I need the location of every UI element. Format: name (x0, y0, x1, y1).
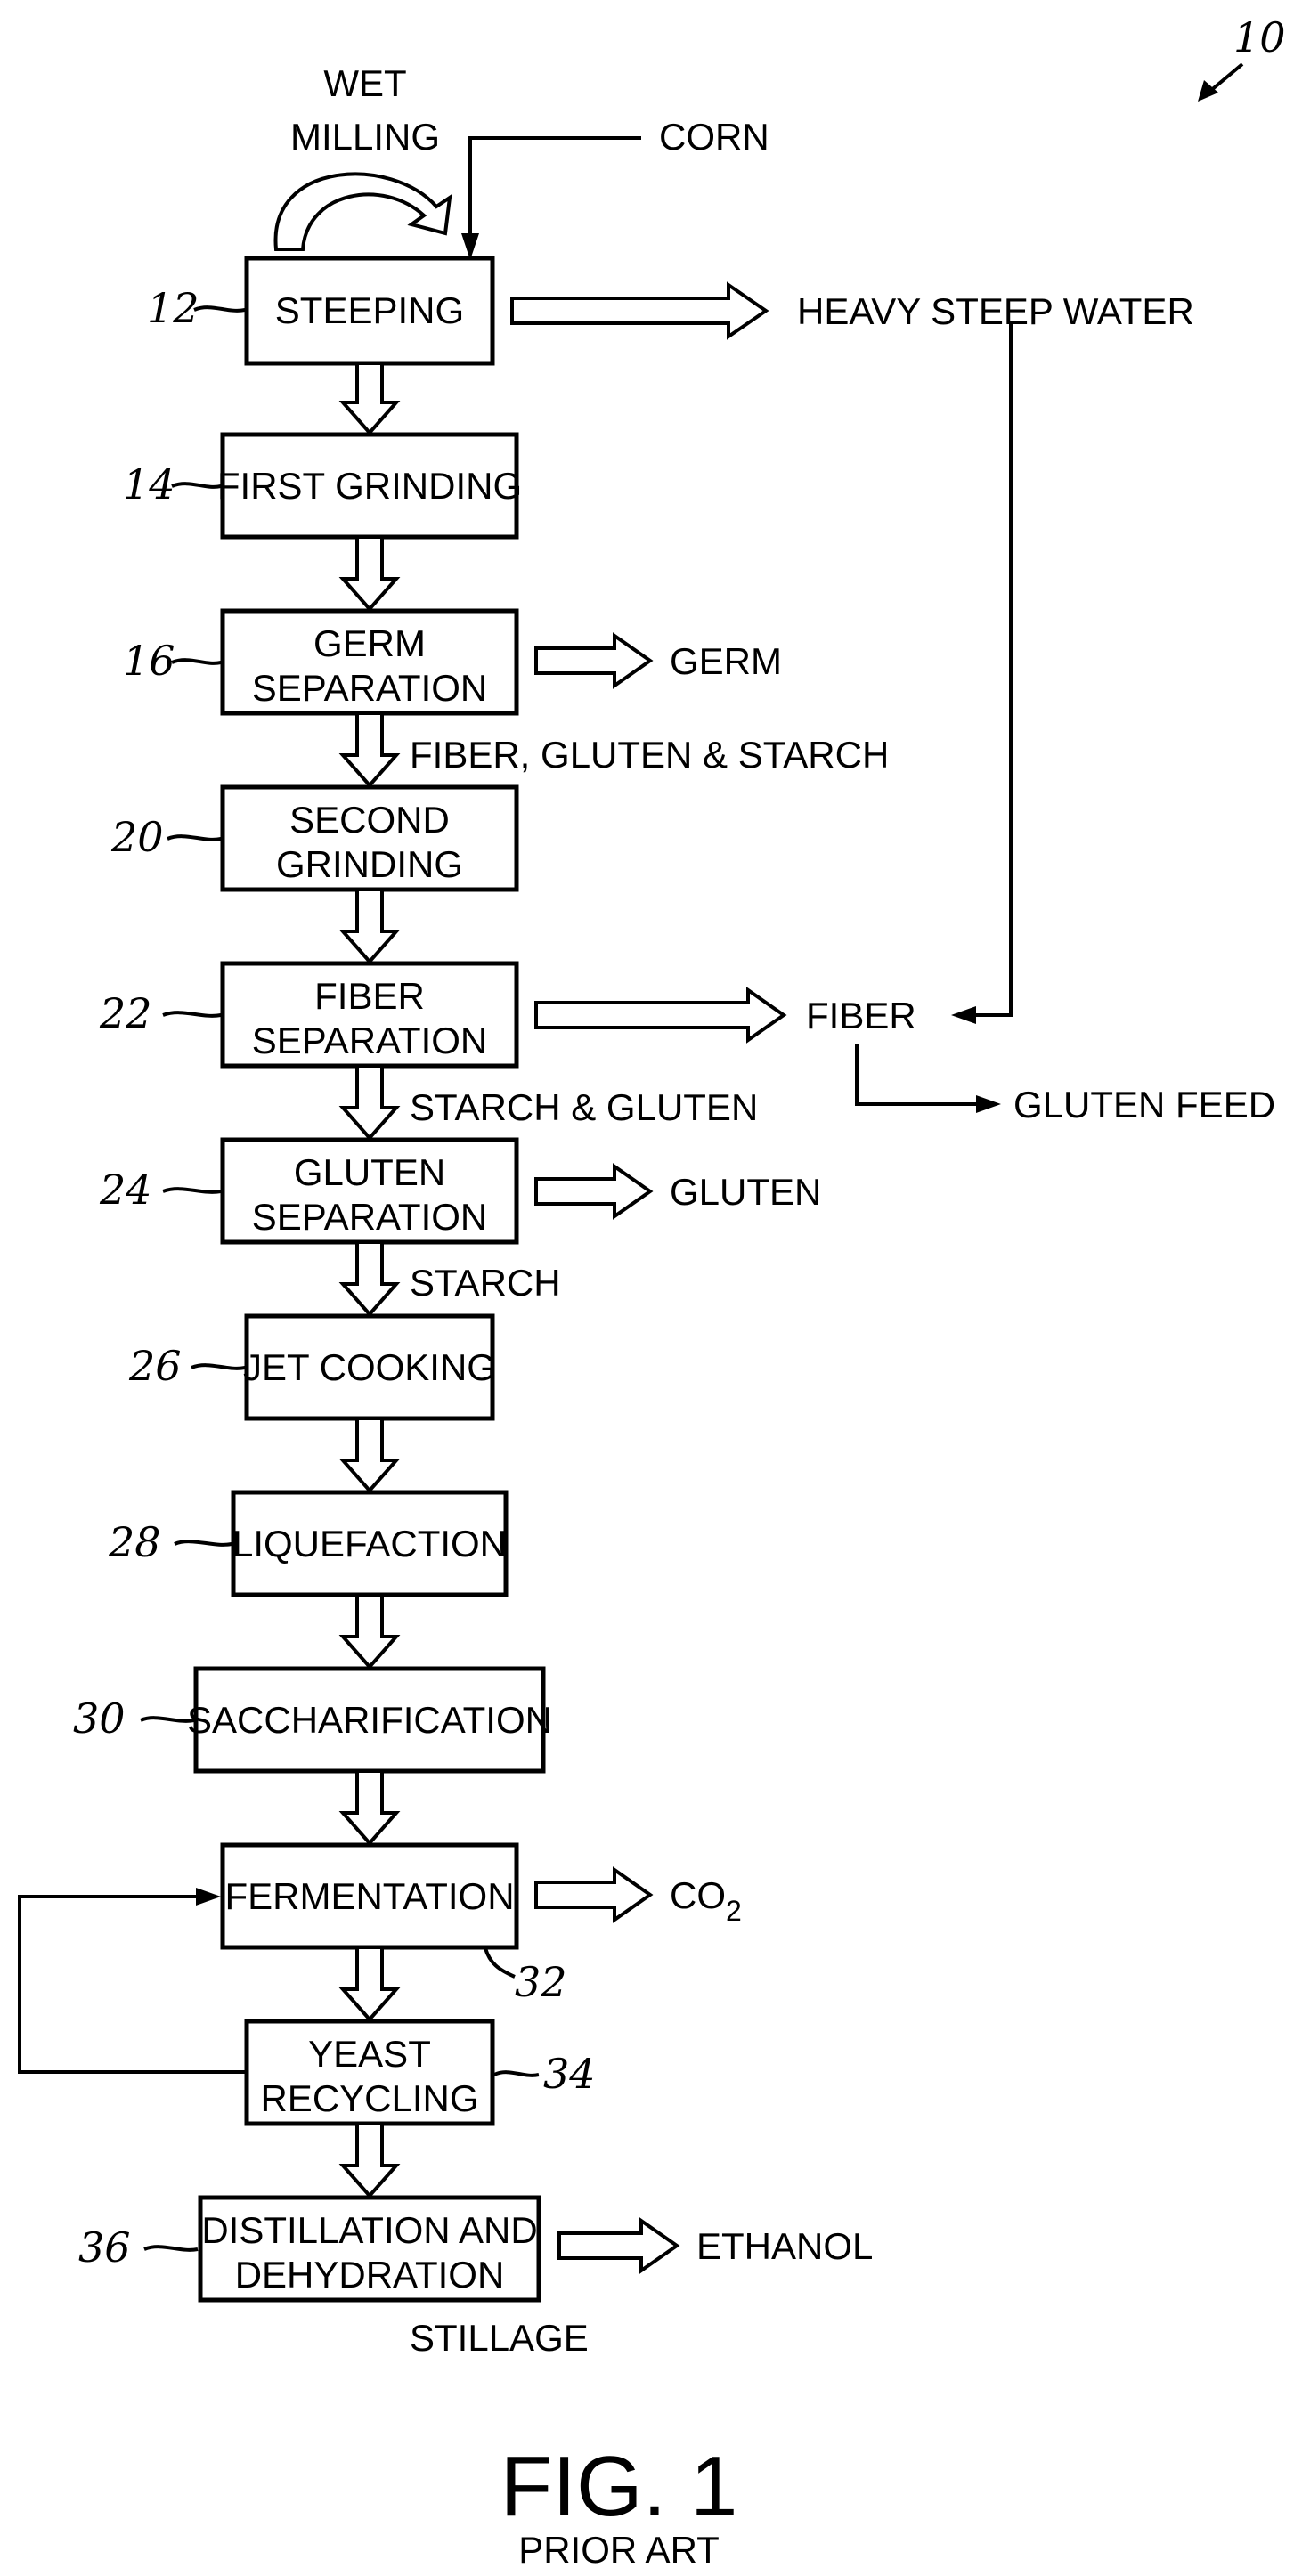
flow-arrow-second-to-fiber (343, 890, 396, 962)
germ-separation-label-2: SEPARATION (252, 667, 488, 709)
ref-leader-30 (141, 1718, 194, 1721)
ref-numeral-16: 16 (123, 637, 175, 685)
saccharification-label: SACCHARIFICATION (187, 1699, 552, 1741)
distillation-label-1: DISTILLATION AND (201, 2209, 537, 2251)
ref-leader-32 (485, 1948, 515, 1977)
flow-arrow-saccharification-to-fermentation (343, 1771, 396, 1843)
flow-arrow-steeping-to-grinding (343, 363, 396, 433)
fiber-separation-label-1: FIBER (314, 975, 425, 1017)
ref-leader-16 (172, 660, 221, 663)
flow-arrow-liquefaction-to-saccharification (343, 1595, 396, 1667)
output-arrow-gluten (536, 1166, 650, 1216)
figure-ref-numeral: 10 (1233, 13, 1286, 61)
gluten-feed-arrowhead (976, 1095, 1001, 1113)
ethanol-output-label: ETHANOL (696, 2225, 873, 2267)
fiber-output-label: FIBER (806, 995, 916, 1036)
stream-label-starch-gluten: STARCH & GLUTEN (410, 1086, 758, 1128)
ref-numeral-20: 20 (110, 813, 164, 861)
ref-numeral-24: 24 (99, 1166, 152, 1214)
output-arrow-co2 (536, 1870, 650, 1920)
stream-label-starch: STARCH (410, 1262, 561, 1304)
ref-numeral-34: 34 (543, 2050, 596, 2098)
ref-numeral-22: 22 (99, 989, 152, 1037)
ref-leader-20 (167, 836, 221, 840)
ref-leader-22 (163, 1012, 221, 1016)
gluten-output-label: GLUTEN (670, 1171, 821, 1213)
yeast-recycle-loop-line (20, 1897, 247, 2072)
figure-subtitle: PRIOR ART (518, 2529, 720, 2571)
second-grinding-label-2: GRINDING (276, 843, 463, 885)
gluten-separation-label-2: SEPARATION (252, 1196, 488, 1238)
yeast-recycling-label-2: RECYCLING (260, 2077, 478, 2119)
fermentation-label: FERMENTATION (224, 1875, 514, 1917)
corn-label: CORN (659, 116, 769, 158)
fiber-to-gluten-feed-line (857, 1044, 989, 1104)
output-arrow-germ (536, 636, 650, 686)
ref-numeral-26: 26 (128, 1342, 182, 1390)
wet-label: WET (323, 62, 406, 104)
ref-numeral-32: 32 (515, 1958, 567, 2006)
co2-output-label: CO2 (670, 1874, 742, 1927)
ref-leader-34 (494, 2072, 539, 2076)
figure-title: FIG. 1 (500, 2439, 738, 2534)
ref-leader-12 (194, 307, 245, 311)
ref-leader-36 (144, 2247, 198, 2250)
yeast-recycling-label-1: YEAST (308, 2033, 431, 2075)
output-arrow-ethanol (559, 2221, 677, 2271)
flow-arrow-fiber-to-gluten (343, 1066, 396, 1138)
gluten-separation-label-1: GLUTEN (294, 1151, 445, 1193)
fiber-separation-label-2: SEPARATION (252, 1020, 488, 1061)
flow-arrow-fermentation-to-yeast (343, 1947, 396, 2019)
distillation-label-2: DEHYDRATION (235, 2254, 505, 2296)
ref-numeral-36: 36 (78, 2223, 131, 2271)
output-arrow-fiber (536, 990, 784, 1040)
steeping-label: STEEPING (275, 289, 464, 331)
liquefaction-label: LIQUEFACTION (232, 1523, 507, 1564)
yeast-recycle-arrowhead (196, 1888, 221, 1906)
ref-numeral-12: 12 (147, 284, 199, 332)
second-grinding-label-1: SECOND (289, 799, 450, 841)
corn-feed-line (470, 138, 641, 248)
ref-leader-28 (175, 1541, 232, 1545)
stream-label-fiber-gluten-starch: FIBER, GLUTEN & STARCH (410, 734, 889, 776)
flow-arrow-germ-to-second (343, 713, 396, 785)
steep-water-arrowhead (951, 1006, 976, 1024)
gluten-feed-label: GLUTEN FEED (1013, 1084, 1275, 1125)
flow-arrow-gluten-to-jet (343, 1242, 396, 1314)
flow-arrow-jet-to-liquefaction (343, 1418, 396, 1491)
ref-leader-24 (163, 1189, 221, 1192)
ref-numeral-30: 30 (73, 1694, 126, 1743)
ref-numeral-14: 14 (123, 460, 175, 508)
milling-label: MILLING (290, 116, 440, 158)
ref-leader-14 (172, 484, 221, 487)
wet-milling-curved-arrow (275, 174, 450, 249)
figure-ref-arrowhead (1198, 80, 1218, 102)
flow-arrow-grinding-to-germ (343, 537, 396, 609)
ref-numeral-28: 28 (108, 1518, 161, 1566)
heavy-steep-water-label: HEAVY STEEP WATER (797, 290, 1194, 332)
flow-arrow-yeast-to-distillation (343, 2124, 396, 2196)
germ-separation-label-1: GERM (313, 622, 426, 664)
ref-leader-26 (191, 1365, 245, 1369)
output-arrow-heavy-steep-water (512, 285, 766, 337)
jet-cooking-label: JET COOKING (243, 1346, 496, 1388)
stream-label-stillage: STILLAGE (410, 2317, 589, 2359)
steep-water-to-fiber-line (962, 322, 1011, 1015)
first-grinding-label: FIRST GRINDING (217, 465, 522, 507)
germ-output-label: GERM (670, 640, 782, 682)
